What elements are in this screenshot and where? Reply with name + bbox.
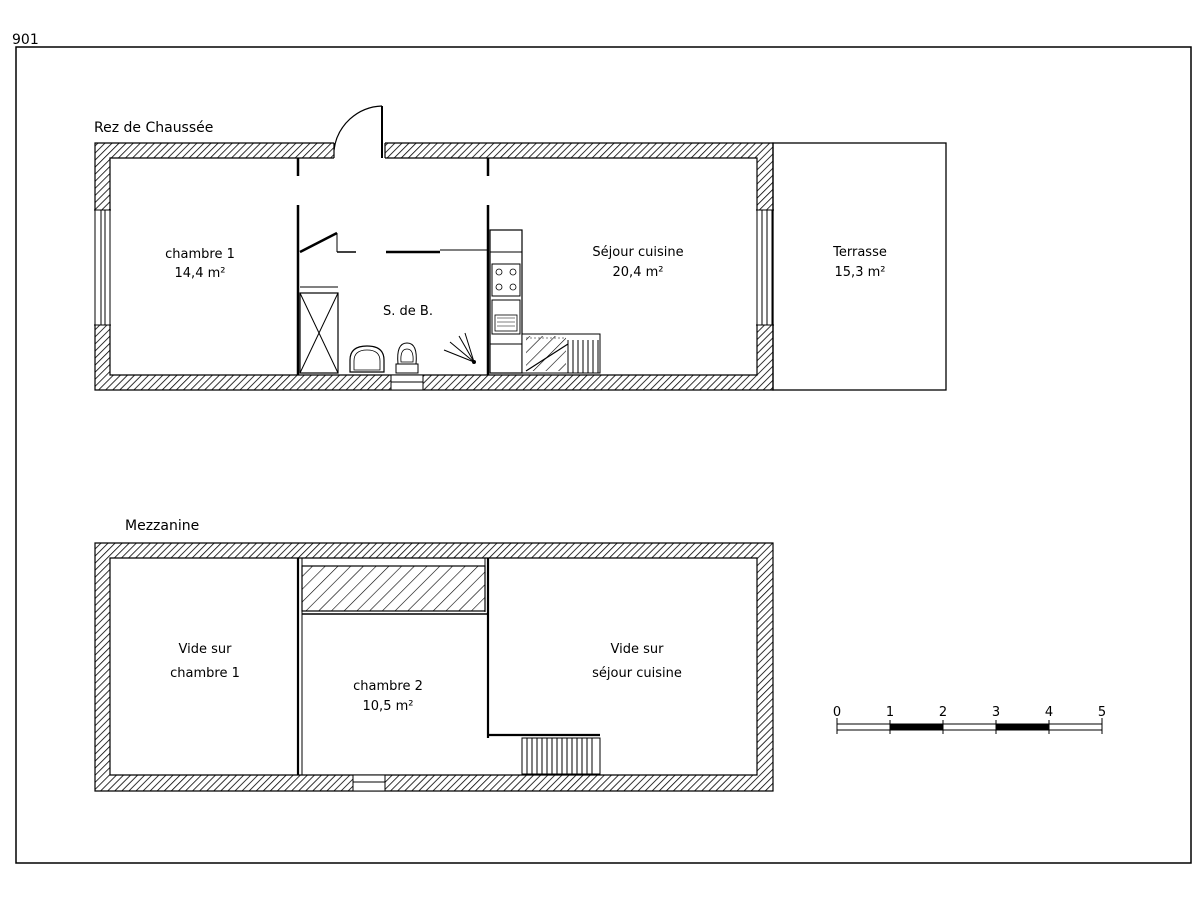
- scale-tick-5: 5: [1098, 705, 1106, 720]
- staircase: [521, 333, 601, 374]
- closet: [299, 286, 339, 374]
- room-label-terrasse: Terrasse: [832, 245, 887, 260]
- ground-floor-title: Rez de Chaussée: [94, 120, 213, 136]
- scale-tick-0: 0: [833, 705, 841, 720]
- room-area-chambre-1: 14,4 m²: [175, 266, 226, 281]
- room-label-vide-sejour-line1: Vide sur: [611, 642, 665, 657]
- mezzanine-title: Mezzanine: [125, 518, 199, 534]
- scale-tick-2: 2: [939, 705, 947, 720]
- scale-tick-3: 3: [992, 705, 1000, 720]
- kitchen-units: [489, 229, 523, 374]
- shower-icon: [443, 332, 476, 364]
- room-label-vide-sejour-line2: séjour cuisine: [592, 666, 682, 681]
- scale-tick-1: 1: [886, 705, 894, 720]
- room-area-sejour: 20,4 m²: [613, 265, 664, 280]
- mezzanine-stair-top: [521, 737, 601, 775]
- room-area-chambre-2: 10,5 m²: [363, 699, 414, 714]
- entrance-door-swing: [333, 105, 383, 151]
- scale-bar: 0 1 2 3 4 5: [833, 705, 1106, 734]
- terrasse-outline: [772, 142, 947, 391]
- toilet: [395, 342, 419, 374]
- room-label-vide-chambre-line2: chambre 1: [170, 666, 240, 681]
- sheet-id: 901: [12, 32, 39, 48]
- room-label-chambre-2: chambre 2: [353, 679, 423, 694]
- mezzanine-storage: [301, 565, 486, 612]
- mezzanine-walls: [94, 542, 774, 792]
- scale-tick-4: 4: [1045, 705, 1053, 720]
- room-label-vide-chambre-line1: Vide sur: [179, 642, 233, 657]
- mezzanine-plan: Mezzanine: [94, 518, 774, 792]
- chambre-1-door: [299, 231, 338, 254]
- room-area-terrasse: 15,3 m²: [835, 265, 886, 280]
- window-chambre-1: [94, 209, 111, 326]
- entrance-door-opening: [334, 142, 385, 159]
- room-label-chambre-1: chambre 1: [165, 247, 235, 262]
- sink: [491, 299, 521, 335]
- room-label-sejour: Séjour cuisine: [592, 245, 683, 260]
- sheet-frame: [15, 46, 1192, 864]
- window-chambre-2: [352, 774, 386, 792]
- room-label-sdb: S. de B.: [383, 304, 433, 319]
- window-sejour: [756, 209, 774, 326]
- washbasin: [349, 345, 385, 373]
- ground-floor-plan: Rez de Chaussée: [94, 105, 947, 391]
- cooktop: [491, 263, 521, 297]
